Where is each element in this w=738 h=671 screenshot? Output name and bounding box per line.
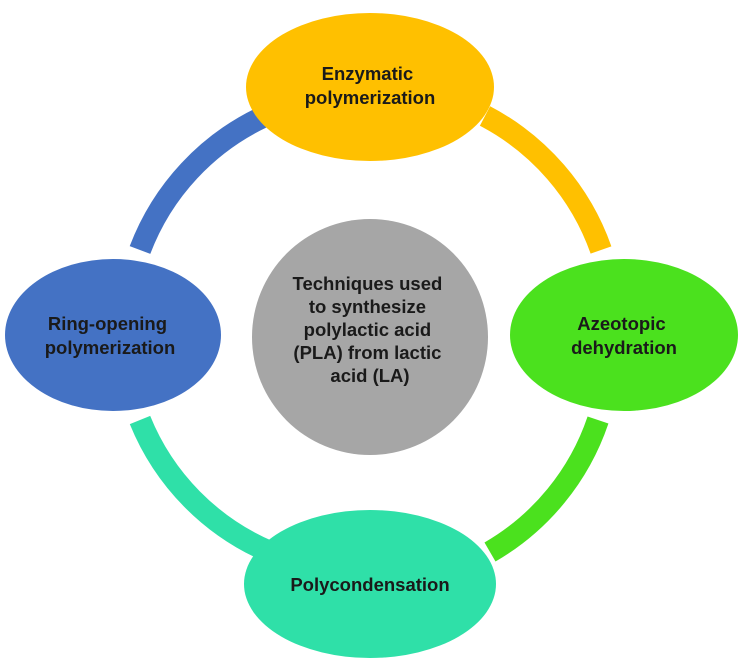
center-line: to synthesize	[309, 296, 426, 317]
center-line: acid (LA)	[330, 365, 409, 386]
arc-ring-opening-to-enzymatic	[129, 106, 270, 254]
node-polycondensation: Polycondensation	[244, 510, 496, 658]
node-ring-opening-polymerization: Ring-opening polymerization	[5, 259, 221, 411]
center-label: Techniques used to synthesize polylactic…	[293, 273, 448, 386]
node-enzymatic-polymerization: Enzymatic polymerization	[246, 13, 494, 161]
arc-azeotopic-to-polycondensation	[484, 416, 609, 562]
node-label: Polycondensation	[290, 574, 449, 595]
node-line: dehydration	[571, 337, 677, 358]
node-line: polymerization	[305, 87, 436, 108]
node-line: Azeotopic	[577, 313, 665, 334]
node-line: polymerization	[45, 337, 176, 358]
center-line: polylactic acid	[304, 319, 432, 340]
node-line: Enzymatic	[322, 63, 414, 84]
center-line: Techniques used	[293, 273, 443, 294]
arc-polycondensation-to-ring-opening	[129, 415, 275, 563]
node-label: Ring-opening polymerization	[45, 313, 176, 358]
node-label: Enzymatic polymerization	[305, 63, 436, 108]
center-line: (PLA) from lactic	[293, 342, 441, 363]
node-azeotopic-dehydration: Azeotopic dehydration	[510, 259, 738, 411]
node-label: Azeotopic dehydration	[571, 313, 677, 358]
arc-enzymatic-to-azeotopic	[479, 106, 612, 254]
node-line: Ring-opening	[48, 313, 167, 334]
node-line: Polycondensation	[290, 574, 449, 595]
center-node: Techniques used to synthesize polylactic…	[252, 219, 488, 455]
